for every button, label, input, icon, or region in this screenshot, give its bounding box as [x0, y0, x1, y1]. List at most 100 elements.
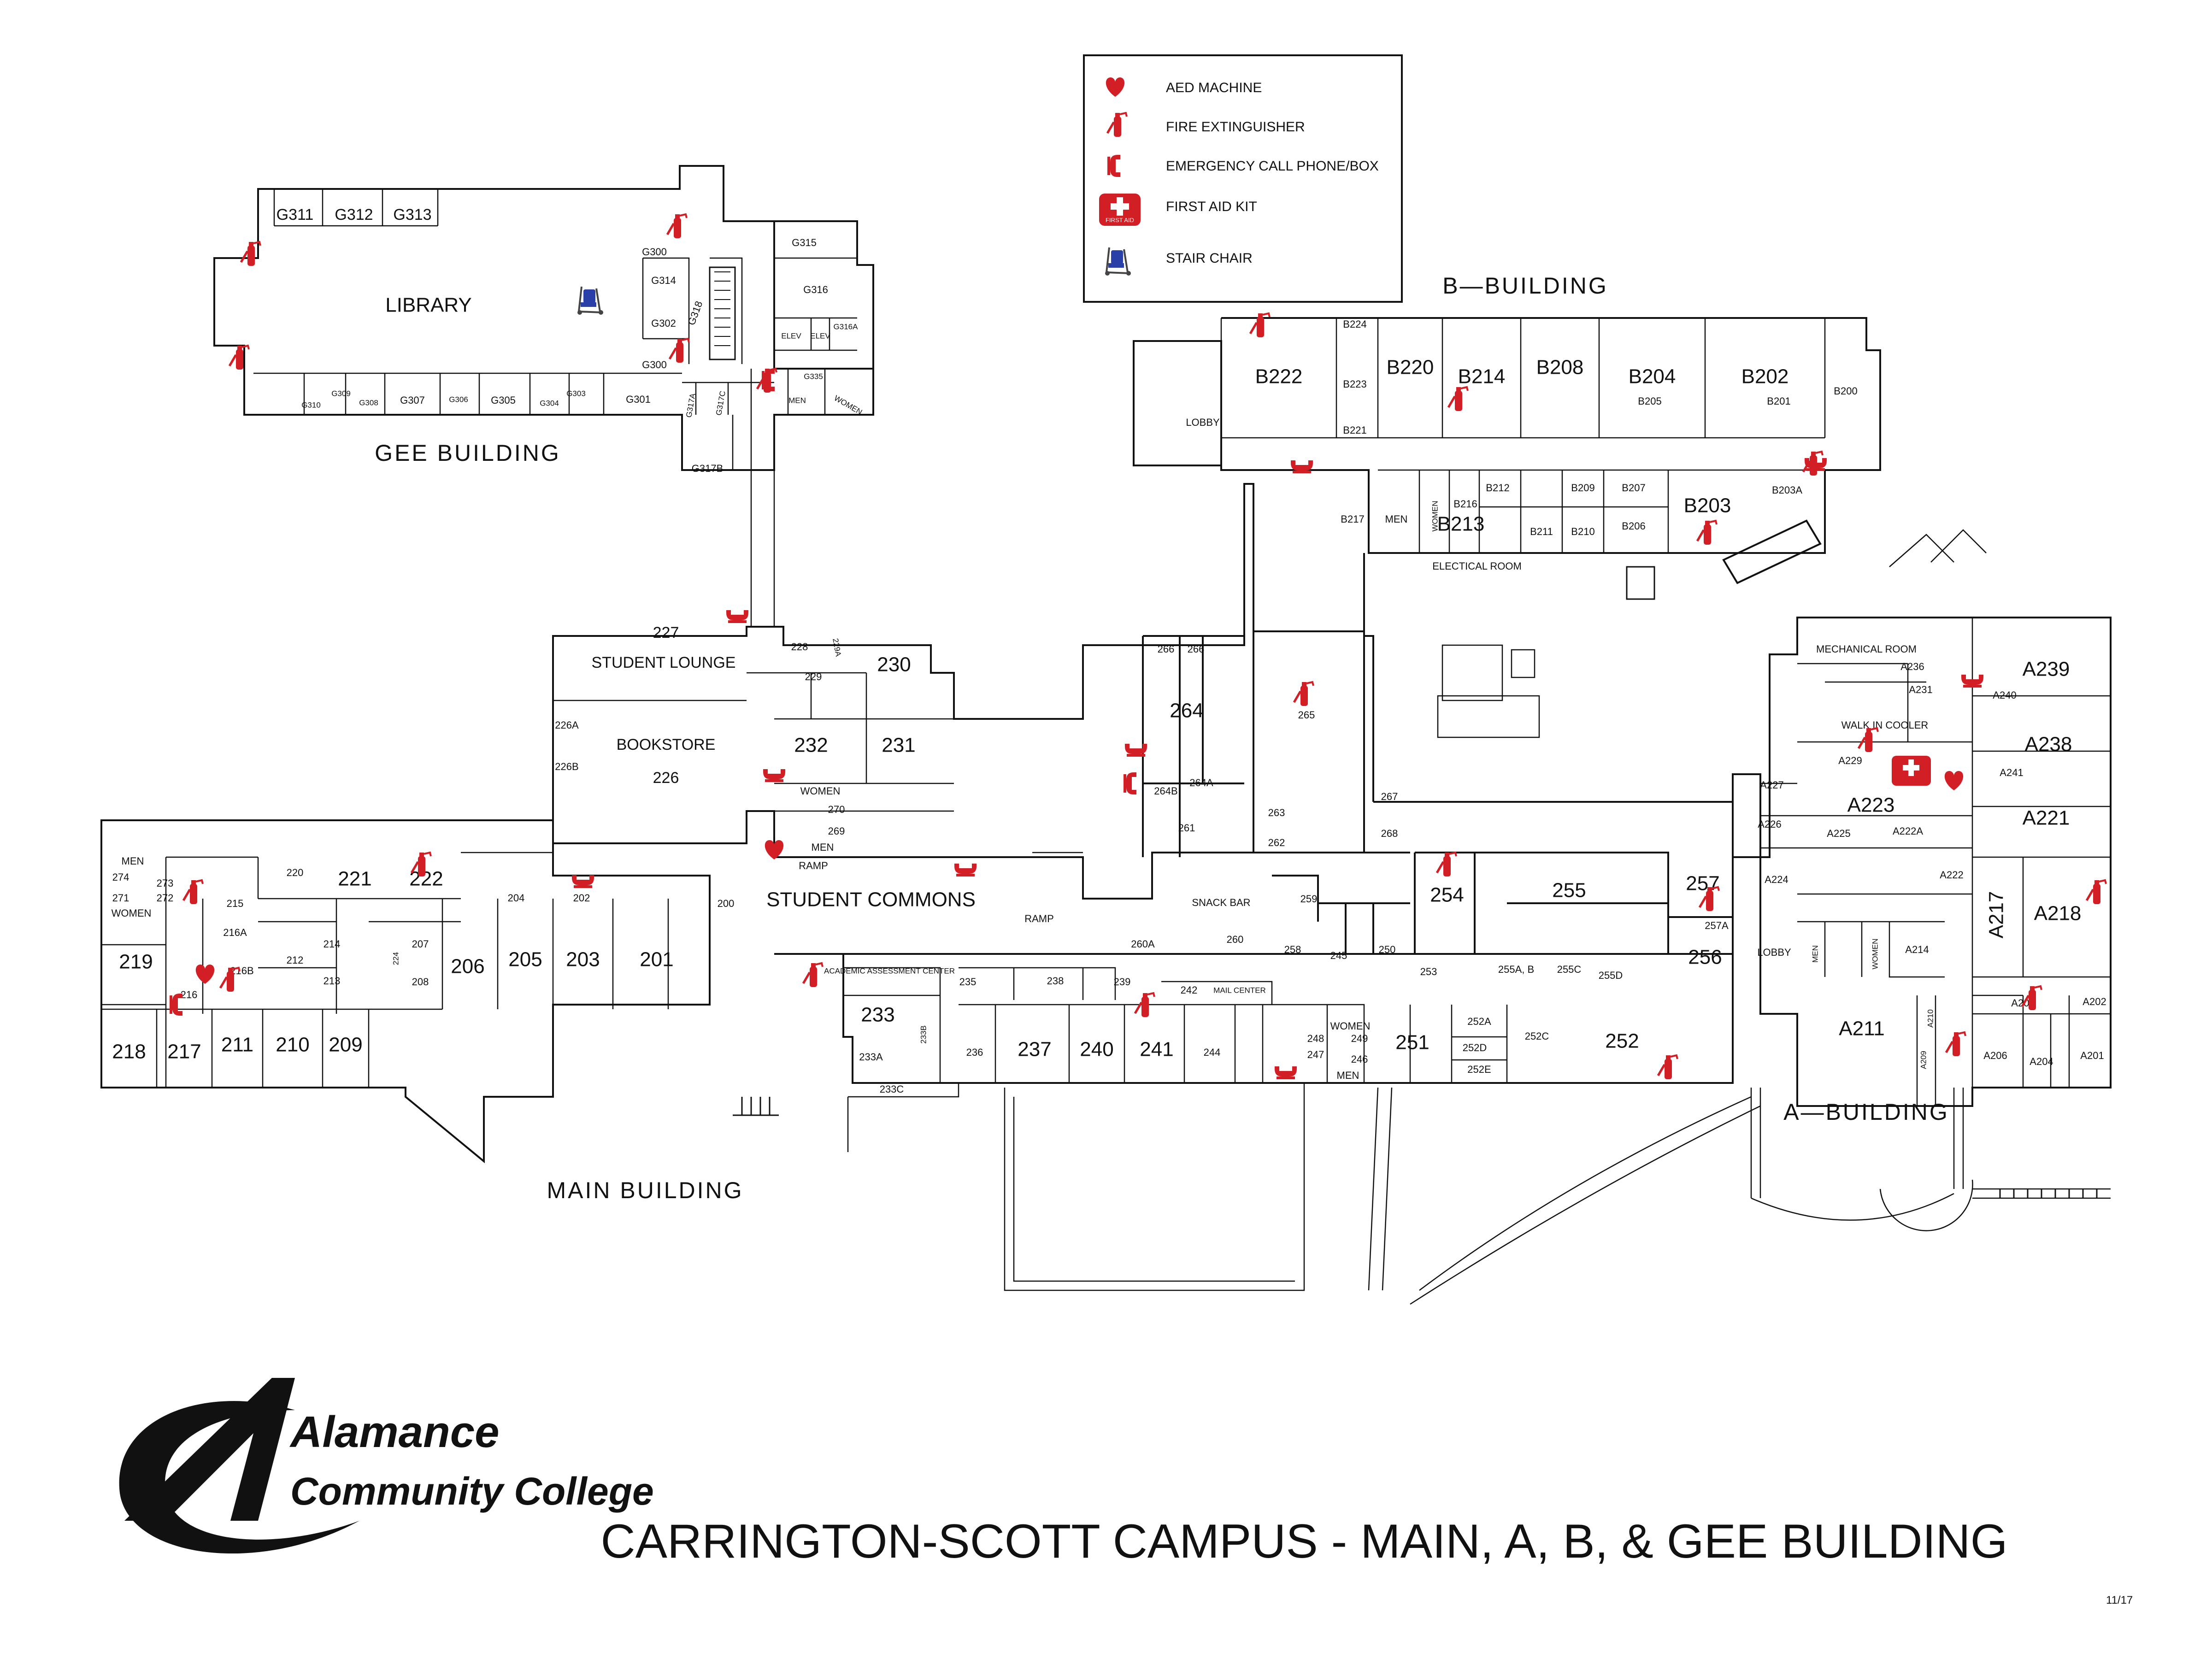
legend-aed-label: AED MACHINE [1166, 80, 1262, 95]
site-paths [733, 529, 2111, 1305]
first-aid-badge-text: FIRST AID [1106, 217, 1134, 224]
room-a214: A214 [1905, 944, 1929, 955]
room-a218: A218 [2034, 902, 2082, 925]
fire-extinguisher-icon [183, 880, 203, 904]
room-255: 255 [1552, 879, 1586, 902]
room-a224: A224 [1765, 874, 1788, 885]
room-a222: A222 [1940, 869, 1963, 881]
room-252c: 252C [1525, 1030, 1549, 1042]
room-208: 208 [412, 976, 429, 988]
room-b217: B217 [1341, 513, 1364, 525]
b-lobby-label: LOBBY [1186, 417, 1220, 428]
room-256: 256 [1688, 946, 1722, 969]
electrical-room-label: ELECTICAL ROOM [1432, 560, 1522, 572]
room-a222a: A222A [1893, 825, 1923, 837]
room-b201: B201 [1767, 395, 1790, 407]
room-a238: A238 [2025, 733, 2072, 756]
room-b205: B205 [1638, 395, 1661, 407]
room-237: 237 [1018, 1038, 1051, 1061]
room-200: 200 [718, 898, 735, 909]
b-women-restroom: WOMEN [1430, 500, 1439, 531]
room-255d: 255D [1599, 970, 1623, 981]
room-g318: G318 [685, 300, 705, 327]
room-249: 249 [1351, 1033, 1368, 1044]
mail-center-label: MAIL CENTER [1213, 986, 1266, 994]
fire-extinguisher-icon [670, 339, 689, 363]
room-g310: G310 [301, 400, 321, 409]
room-205: 205 [508, 948, 542, 971]
room-213: 213 [324, 975, 341, 987]
room-264: 264 [1170, 700, 1203, 722]
room-226b: 226B [555, 761, 578, 772]
room-229a: 229A [831, 638, 843, 658]
room-212: 212 [287, 954, 304, 966]
room-228: 228 [791, 641, 808, 653]
room-a229: A229 [1838, 755, 1862, 766]
legend-extinguisher-label: FIRE EXTINGUISHER [1166, 119, 1305, 135]
room-204: 204 [508, 892, 525, 904]
heart-icon [1944, 771, 1964, 790]
room-254: 254 [1430, 884, 1464, 906]
room-207: 207 [412, 938, 429, 950]
room-233a: 233A [859, 1051, 883, 1063]
room-239: 239 [1114, 976, 1131, 988]
room-248: 248 [1307, 1033, 1324, 1044]
room-206: 206 [451, 955, 484, 978]
room-259: 259 [1300, 893, 1318, 905]
room-a226: A226 [1758, 818, 1781, 830]
room-g316: G316 [803, 284, 828, 295]
room-253: 253 [1420, 966, 1437, 977]
room-202: 202 [573, 892, 590, 904]
room-255c: 255C [1557, 964, 1582, 975]
room-a227: A227 [1760, 779, 1783, 791]
room-246: 246 [1351, 1053, 1368, 1065]
room-a223: A223 [1847, 794, 1895, 817]
phone-icon [1124, 772, 1136, 794]
room-219: 219 [119, 951, 153, 973]
room-b210: B210 [1571, 526, 1594, 537]
room-267: 267 [1381, 791, 1398, 802]
room-230: 230 [877, 653, 911, 676]
room-b221: B221 [1343, 424, 1366, 436]
room-252d: 252D [1463, 1042, 1487, 1053]
room-233c: 233C [880, 1083, 904, 1095]
legend: AED MACHINE FIRE EXTINGUISHER EMERGENCY … [1083, 54, 1403, 303]
room-233: 233 [861, 1004, 894, 1026]
room-261: 261 [1178, 822, 1195, 834]
room-247: 247 [1307, 1049, 1324, 1060]
room-201: 201 [640, 948, 673, 971]
room-g317b: G317B [692, 463, 724, 474]
main-room-labels: 227 STUDENT LOUNGE BOOKSTORE 226 226A 22… [112, 624, 1729, 1095]
logo-swoosh [119, 1401, 359, 1554]
fire-extinguisher-icon [1658, 1055, 1677, 1079]
room-g307: G307 [400, 394, 425, 406]
room-273: 273 [157, 877, 174, 889]
fire-extinguisher-icon [1859, 728, 1878, 752]
room-210: 210 [276, 1034, 309, 1056]
phone-icon [1291, 460, 1313, 473]
room-245: 245 [1330, 950, 1347, 961]
phone-icon [1275, 1066, 1297, 1079]
room-b204: B204 [1629, 365, 1676, 388]
revision-date: 11/17 [2106, 1594, 2133, 1606]
room-g316a: G316A [834, 322, 859, 331]
stair-chair-icon [577, 286, 604, 316]
room-252e: 252E [1467, 1064, 1491, 1075]
room-a210: A210 [1926, 1009, 1935, 1028]
first-aid-icon [1892, 756, 1931, 786]
room-a206: A206 [1983, 1050, 2007, 1061]
phone-icon [1125, 744, 1147, 757]
room-264b: 264B [1154, 785, 1177, 797]
left-men-restroom: MEN [122, 855, 144, 867]
fire-extinguisher-icon [229, 346, 249, 370]
room-229: 229 [805, 671, 822, 682]
library-label: LIBRARY [385, 294, 472, 317]
room-272: 272 [157, 892, 174, 904]
room-g303: G303 [566, 389, 586, 398]
room-b211: B211 [1530, 526, 1553, 537]
room-b213: B213 [1437, 513, 1485, 535]
student-commons-label: STUDENT COMMONS [766, 888, 976, 911]
phone-icon [762, 369, 775, 391]
room-226a: 226A [555, 719, 579, 731]
walk-in-cooler-label: WALK IN COOLER [1841, 719, 1929, 731]
